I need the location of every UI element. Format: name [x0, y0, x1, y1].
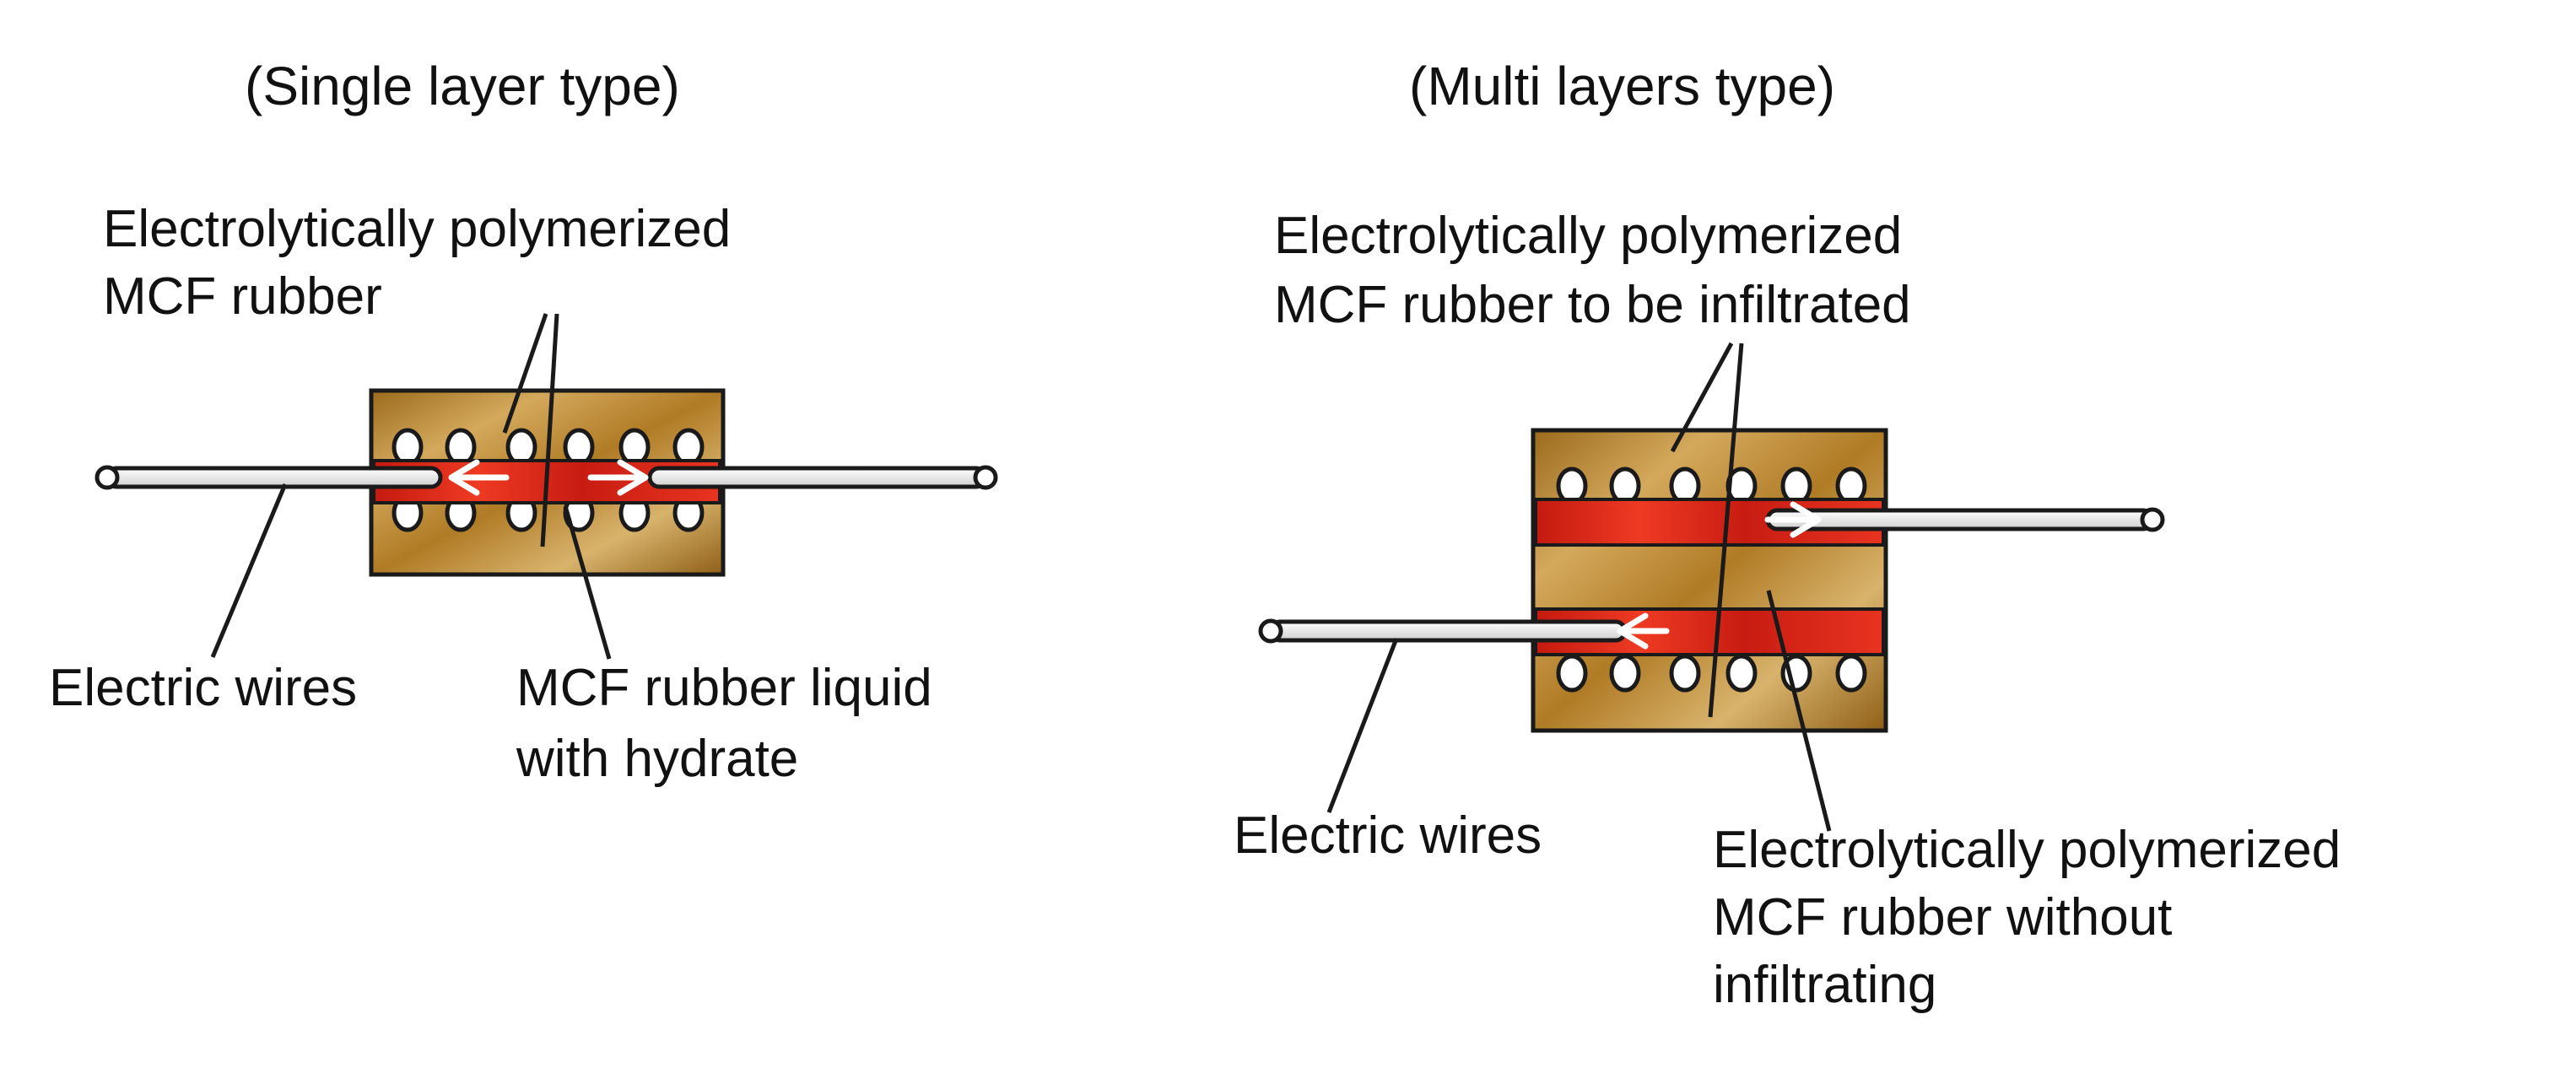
single-label-liquid-line2: with hydrate — [516, 730, 799, 788]
multi-title: (Multi layers type) — [1409, 56, 1835, 116]
single-label-polymerized-line1: Electrolytically polymerized — [103, 200, 732, 258]
multi-pores-top — [1556, 467, 1867, 505]
multi-label-without-line3: infiltrating — [1713, 956, 1937, 1014]
multi-label-infiltrated-line1: Electrolytically polymerized — [1274, 207, 1903, 265]
multi-block — [1531, 428, 1888, 733]
multi-layer-diagram — [1258, 342, 2165, 832]
single-leader-lines — [210, 313, 612, 660]
single-arrows — [448, 459, 649, 496]
multi-wire-left — [1268, 619, 1628, 643]
multi-wire-right — [1765, 508, 2155, 531]
multi-wire-right-end — [2140, 507, 2165, 532]
multi-wire-left-end — [1258, 618, 1283, 644]
single-label-polymerized-line2: MCF rubber — [103, 267, 382, 326]
multi-label-without-line2: MCF rubber without — [1713, 888, 2173, 947]
single-wire-right — [647, 466, 988, 489]
single-layer-diagram — [95, 313, 998, 660]
single-title: (Single layer type) — [245, 56, 680, 116]
single-wire-right-end — [973, 465, 998, 490]
single-label-wires: Electric wires — [49, 659, 358, 717]
single-label-liquid-line1: MCF rubber liquid — [516, 659, 932, 717]
multi-leader-lines — [1326, 342, 1832, 832]
multi-label-without-line1: Electrolytically polymerized — [1713, 821, 2341, 879]
multi-label-wires: Electric wires — [1234, 806, 1542, 865]
multi-arrows — [1617, 501, 1822, 650]
single-wire-left-end — [95, 465, 120, 490]
single-wire-left — [105, 466, 443, 489]
single-pores-top — [392, 428, 705, 467]
multi-label-infiltrated-line2: MCF rubber to be infiltrated — [1274, 276, 1911, 334]
